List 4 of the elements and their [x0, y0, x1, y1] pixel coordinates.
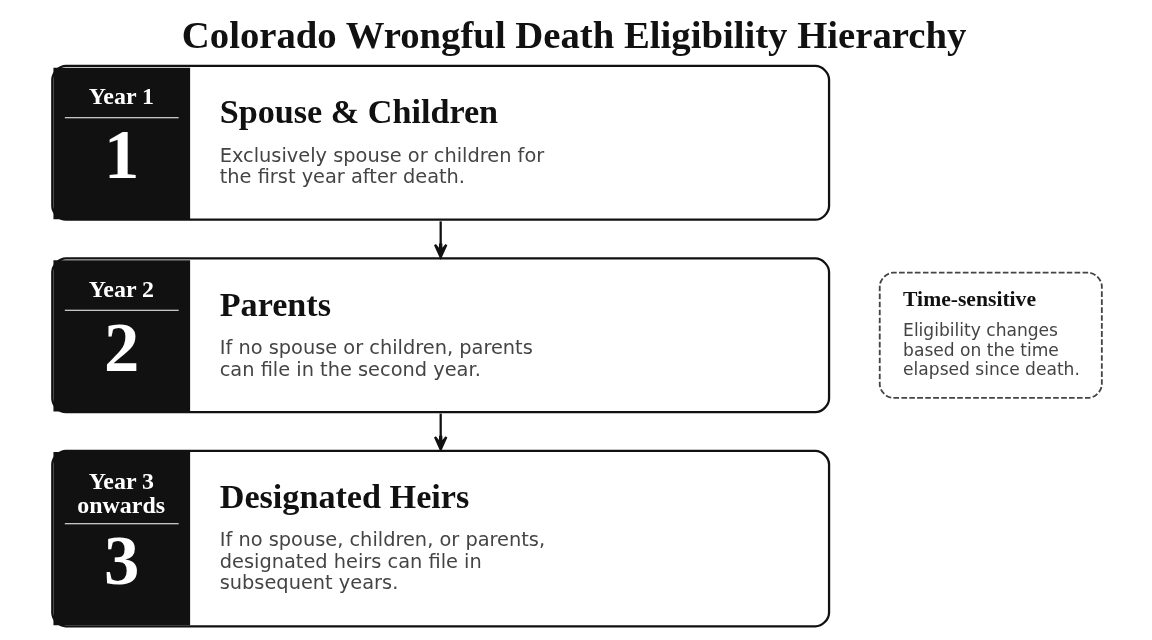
arrow [433, 413, 447, 451]
diagram-title: Colorado Wrongful Death Eligibility Hierarchy [181, 12, 966, 56]
node-box: Time-sensitive Eligibility changes based on the time elapsed since death. [878, 271, 1103, 399]
arrow [433, 220, 447, 258]
